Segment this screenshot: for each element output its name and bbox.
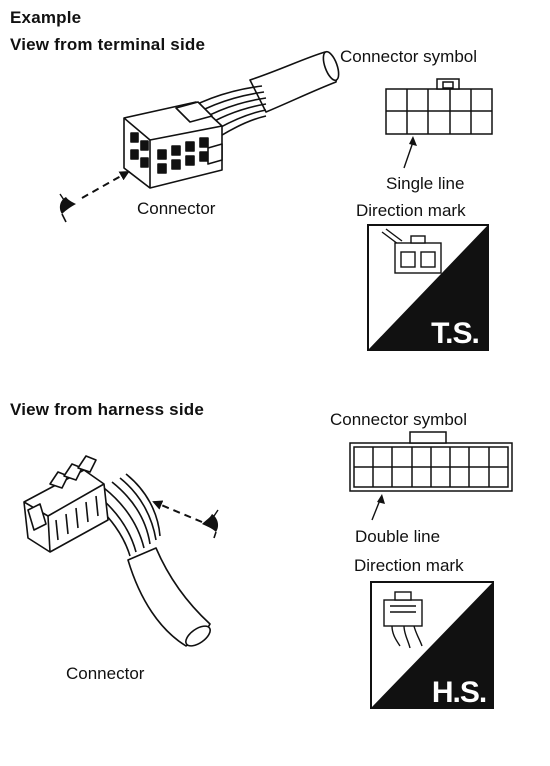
harness-view-arrow [152, 500, 203, 523]
terminal-side-connector-illustration [123, 50, 340, 189]
terminal-view-arrow [81, 171, 130, 199]
harness-side-heading: View from harness side [10, 400, 204, 419]
terminal-mark-text: T.S. [431, 317, 479, 350]
example-label: Example [10, 8, 82, 27]
terminal-side-heading: View from terminal side [10, 35, 206, 54]
double-line-label: Double line [355, 527, 441, 546]
terminal-connector-symbol [385, 78, 493, 135]
terminal-connector-symbol-label: Connector symbol [340, 47, 478, 66]
terminal-view-eye-icon [59, 193, 76, 223]
harness-direction-mark-label: Direction mark [354, 556, 464, 575]
terminal-direction-mark-label: Direction mark [356, 201, 466, 220]
terminal-direction-mark [367, 224, 489, 351]
terminal-connector-label: Connector [137, 199, 216, 218]
harness-connector-symbol [349, 431, 513, 492]
harness-mark-text: H.S. [432, 676, 486, 709]
harness-direction-mark [370, 581, 494, 709]
double-line-pointer [371, 494, 385, 521]
harness-connector-label: Connector [66, 664, 145, 683]
harness-connector-symbol-label: Connector symbol [330, 410, 468, 429]
harness-view-eye-icon [202, 509, 219, 539]
single-line-pointer [403, 136, 417, 169]
harness-side-connector-illustration [23, 455, 211, 647]
single-line-label: Single line [386, 174, 465, 193]
